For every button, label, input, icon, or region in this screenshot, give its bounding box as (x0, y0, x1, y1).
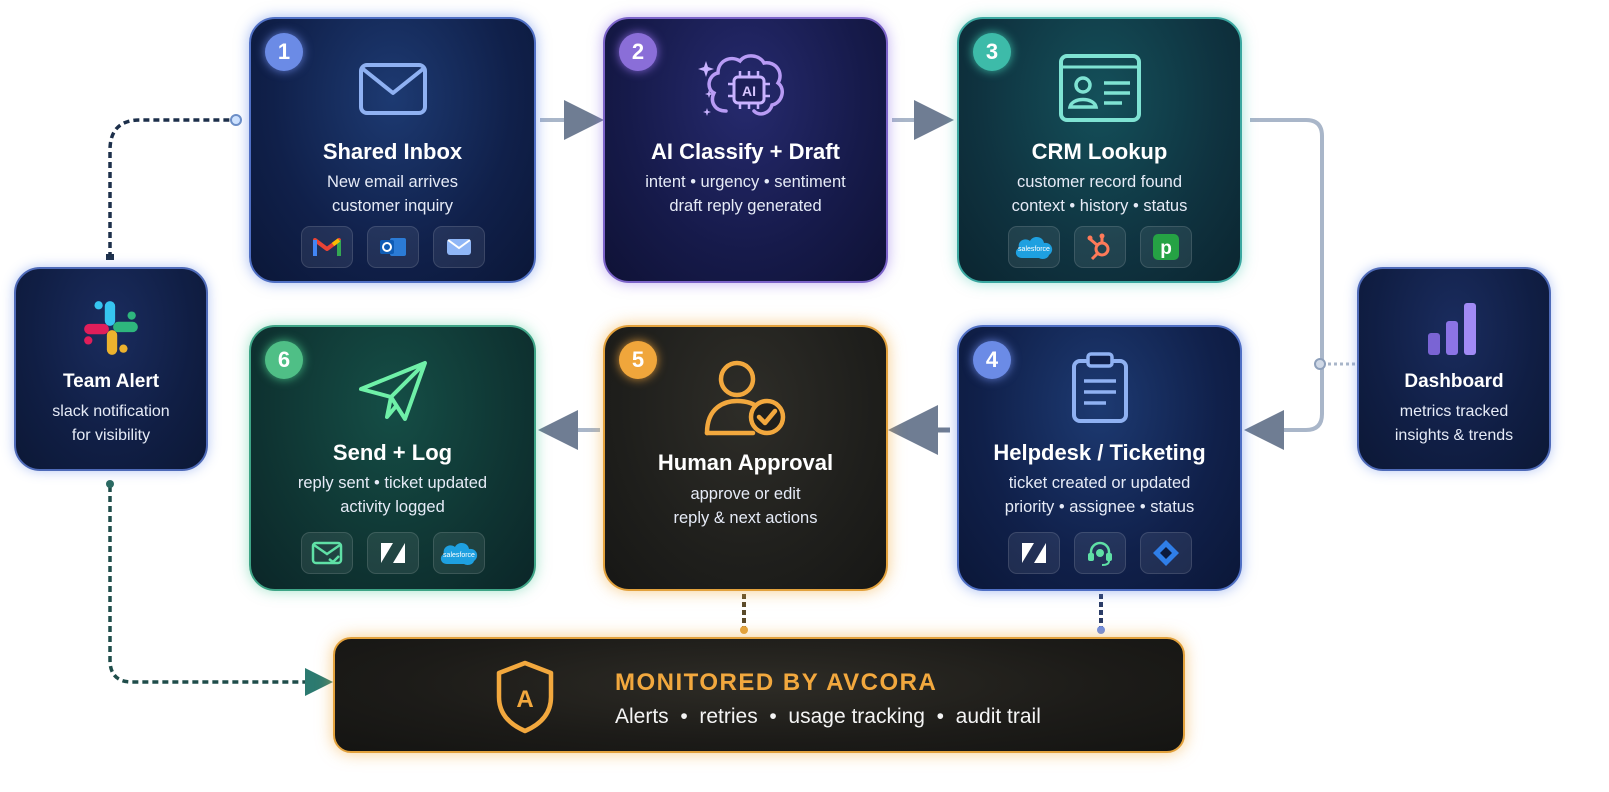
slack-icon (84, 301, 138, 355)
step-desc: reply sent • ticket updated activity log… (251, 471, 534, 519)
step-number-badge: 2 (619, 33, 657, 71)
banner-subtitle: Alerts • retries • usage tracking • audi… (615, 705, 1041, 728)
dashboard-desc-line-2: insights & trends (1394, 427, 1514, 444)
zendesk-icon[interactable] (1007, 532, 1060, 574)
pipedrive-icon[interactable]: p (1139, 226, 1192, 268)
step-human-approval[interactable]: 5 Human Approval approve or edit reply &… (603, 325, 888, 591)
step-number-badge: 1 (265, 33, 303, 71)
jira-icon[interactable] (1139, 532, 1192, 574)
step-title: AI Classify + Draft (651, 139, 840, 164)
connector-alert-to-inbox (108, 118, 232, 258)
step-title: Send + Log (332, 440, 453, 465)
step-desc-line-1: ticket created or updated (1008, 474, 1191, 492)
banner-title: MONITORED BY AVCORA (615, 669, 938, 696)
step-shared-inbox[interactable]: 1 Shared Inbox New email arrives custome… (249, 17, 536, 283)
team-alert-title: Team Alert (62, 371, 160, 392)
step-send-log[interactable]: 6 Send + Log reply sent • ticket updated… (249, 325, 536, 591)
mail-icon[interactable] (432, 226, 485, 268)
step-crm-lookup[interactable]: 3 CRM Lookup customer record found conte… (957, 17, 1242, 283)
bar-chart-icon (1428, 303, 1476, 355)
tool-row (959, 532, 1240, 574)
connector-node-helpdesk (1097, 626, 1105, 634)
step-title: CRM Lookup (1031, 139, 1168, 164)
zendesk-icon[interactable] (366, 532, 419, 574)
envelope-icon (358, 63, 427, 115)
svg-text:A: A (516, 686, 533, 713)
step-title: Helpdesk / Ticketing (993, 440, 1206, 465)
hubspot-icon[interactable] (1073, 226, 1126, 268)
step-title: Shared Inbox (322, 139, 463, 164)
mail-check-icon[interactable] (300, 532, 353, 574)
team-alert-desc-line-1: slack notification (52, 403, 170, 420)
step-desc-line-1: customer record found (1016, 173, 1183, 191)
support-headset-icon[interactable] (1073, 532, 1126, 574)
monitoring-banner[interactable]: A MONITORED BY AVCORA Alerts • retries •… (333, 637, 1185, 753)
ai-brain-icon: AI (697, 54, 784, 116)
clipboard-icon (1071, 352, 1128, 423)
dashboard-desc-line-1: metrics tracked (1399, 403, 1509, 420)
step-desc: customer record found context • history … (959, 170, 1240, 218)
step-title: Human Approval (657, 450, 834, 475)
step-desc-line-2: draft reply generated (669, 197, 822, 215)
svg-text:AI: AI (742, 83, 756, 99)
step-desc-line-1: New email arrives (326, 173, 459, 191)
contact-card-icon (1058, 54, 1141, 122)
user-check-icon (704, 360, 785, 436)
dashboard-card[interactable]: Dashboard metrics tracked insights & tre… (1357, 267, 1551, 471)
outlook-icon[interactable] (366, 226, 419, 268)
step-number-badge: 6 (265, 341, 303, 379)
step-helpdesk[interactable]: 4 Helpdesk / Ticketing ticket created or… (957, 325, 1242, 591)
step-desc-line-1: approve or edit (690, 485, 801, 503)
step-number-badge: 5 (619, 341, 657, 379)
svg-text:p: p (1160, 238, 1172, 259)
svg-text:salesforce: salesforce (443, 552, 475, 559)
dashboard-title: Dashboard (1404, 371, 1504, 392)
svg-text:salesforce: salesforce (1018, 246, 1050, 253)
gmail-icon[interactable] (300, 226, 353, 268)
tool-row: salesforce p (959, 226, 1240, 268)
step-desc-line-2: activity logged (340, 498, 445, 516)
arrow-crm-to-helpdesk (1244, 118, 1324, 450)
step-desc-line-2: priority • assignee • status (1004, 498, 1195, 516)
connector-node-alert-top (106, 254, 114, 260)
dashboard-desc: metrics tracked insights & trends (1359, 400, 1549, 448)
connector-node-dashboard (1314, 358, 1326, 370)
tool-row: salesforce (251, 532, 534, 574)
step-desc-line-1: intent • urgency • sentiment (645, 173, 846, 191)
shield-a-icon: A (496, 660, 554, 734)
connector-node-approval (740, 626, 748, 634)
step-desc-line-2: context • history • status (1011, 197, 1188, 215)
step-desc: approve or edit reply & next actions (605, 482, 886, 530)
step-desc-line-2: customer inquiry (331, 197, 454, 215)
step-desc: New email arrives customer inquiry (251, 170, 534, 218)
step-number-badge: 3 (973, 33, 1011, 71)
salesforce-icon[interactable]: salesforce (432, 532, 485, 574)
step-desc: ticket created or updated priority • ass… (959, 471, 1240, 519)
tool-row (251, 226, 534, 268)
team-alert-card[interactable]: Team Alert slack notification for visibi… (14, 267, 208, 471)
salesforce-icon[interactable]: salesforce (1007, 226, 1060, 268)
step-desc-line-2: reply & next actions (673, 509, 818, 527)
step-desc: intent • urgency • sentiment draft reply… (605, 170, 886, 218)
step-number-badge: 4 (973, 341, 1011, 379)
paper-plane-icon (358, 361, 427, 421)
connector-alert-to-banner (108, 486, 333, 696)
team-alert-desc-line-2: for visibility (71, 427, 151, 444)
step-desc-line-1: reply sent • ticket updated (297, 474, 488, 492)
step-ai-classify[interactable]: 2 AI AI Classify + Draft intent • urgenc… (603, 17, 888, 283)
connector-node-inbox (230, 114, 242, 126)
connector-node-alert-bottom (106, 480, 114, 488)
team-alert-desc: slack notification for visibility (16, 400, 206, 448)
